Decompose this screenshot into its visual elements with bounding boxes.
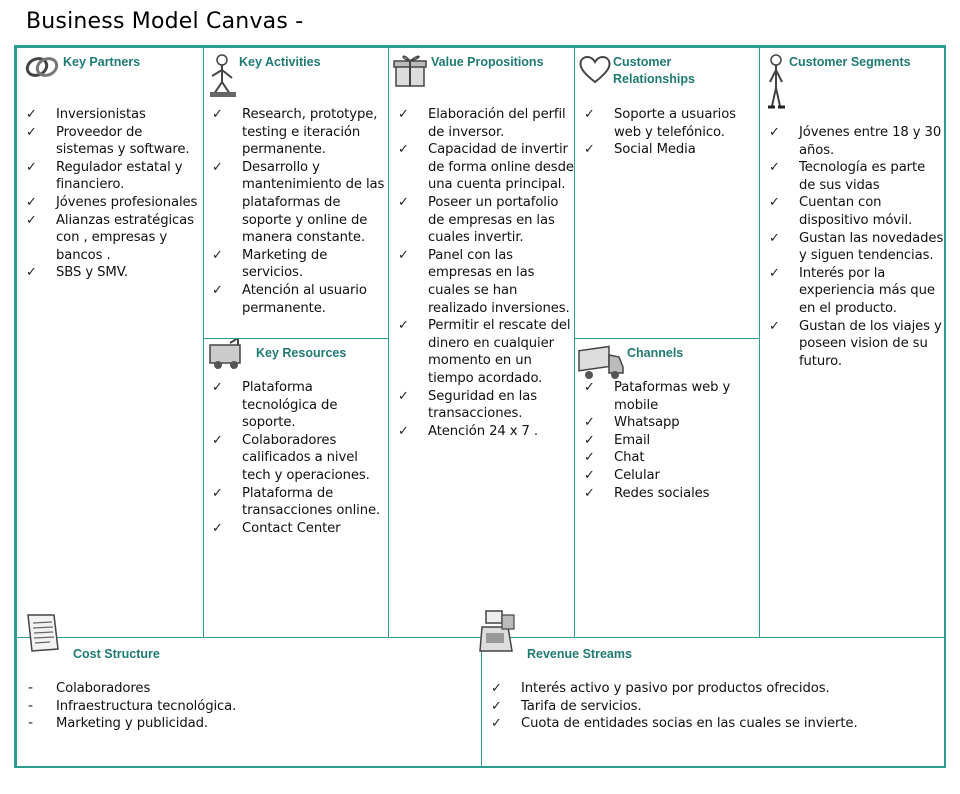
forklift-worker-icon [206,339,252,371]
heart-icon [578,54,612,84]
revenue-streams-heading: Revenue Streams [527,647,632,661]
list-item: Gustan de los viajes y poseen vision de … [769,318,945,371]
list-item: Research, prototype, testing e iteración… [212,106,388,159]
list-item: Pataformas web y mobile [584,379,759,414]
list-item: Atención 24 x 7 . [398,423,574,441]
cash-register-icon [478,607,520,661]
worker-icon [208,52,238,100]
invoice-icon [20,611,64,655]
cost-structure-heading: Cost Structure [73,647,160,661]
list-item: Gustan las novedades y siguen tendencias… [769,230,945,265]
customer-segments-heading: Customer Segments [789,55,911,69]
cost-structure-block: Cost Structure Colaboradores Infraestruc… [16,637,482,768]
list-item: Plataforma de transacciones online. [212,485,388,520]
list-item: Poseer un portafolio de empresas en las … [398,194,574,247]
key-activities-block: Key Activities Research, prototype, test… [203,47,389,339]
list-item: Cuota de entidades socias en las cuales … [491,715,931,733]
key-resources-list: Plataforma tecnológica de soporte. Colab… [212,379,388,537]
list-item: Email [584,432,759,450]
list-item: Jóvenes profesionales [26,194,202,212]
value-propositions-list: Elaboración del perfil de inversor. Capa… [398,106,574,440]
revenue-streams-block: Revenue Streams Interés activo y pasivo … [481,637,946,768]
list-item: Colaboradores [26,680,466,698]
list-item: Jóvenes entre 18 y 30 años. [769,124,945,159]
gift-icon [393,52,427,88]
person-icon [766,52,786,110]
page-title: Business Model Canvas - [26,9,304,34]
key-partners-block: Key Partners Inversionistas Proveedor de… [16,47,204,638]
customer-relationships-heading: Customer Relationships [613,55,695,86]
list-item: Tarifa de servicios. [491,698,931,716]
value-propositions-heading: Value Propositions [431,55,544,69]
channels-block: Channels Pataformas web y mobile Whatsap… [574,338,760,638]
list-item: Plataforma tecnológica de soporte. [212,379,388,432]
customer-relationships-block: Customer Relationships Soporte a usuario… [574,47,760,339]
list-item: Inversionistas [26,106,202,124]
value-propositions-block: Value Propositions Elaboración del perfi… [388,47,575,638]
cost-structure-list: Colaboradores Infraestructura tecnológic… [26,680,466,733]
list-item: Celular [584,467,759,485]
list-item: Cuentan con dispositivo móvil. [769,194,945,229]
list-item: Contact Center [212,520,388,538]
list-item: Proveedor de sistemas y software. [26,124,202,159]
list-item: Elaboración del perfil de inversor. [398,106,574,141]
key-activities-heading: Key Activities [239,55,321,69]
key-activities-list: Research, prototype, testing e iteración… [212,106,388,317]
list-item: Alianzas estratégicas con , empresas y b… [26,212,202,265]
list-item: Tecnología es parte de sus vidas [769,159,945,194]
list-item: Whatsapp [584,414,759,432]
list-item: Infraestructura tecnológica. [26,698,466,716]
list-item: Panel con las empresas en las cuales se … [398,247,574,317]
list-item: Marketing y publicidad. [26,715,466,733]
key-partners-list: Inversionistas Proveedor de sistemas y s… [26,106,202,282]
business-model-canvas: Key Partners Inversionistas Proveedor de… [14,45,946,768]
list-item: Interés activo y pasivo por productos of… [491,680,931,698]
customer-relationships-list: Soporte a usuarios web y telefónico. Soc… [584,106,759,159]
list-item: Regulador estatal y financiero. [26,159,202,194]
list-item: Desarrollo y mantenimiento de las plataf… [212,159,388,247]
truck-icon [577,345,625,381]
channels-list: Pataformas web y mobile Whatsapp Email C… [584,379,759,503]
list-item: Capacidad de invertir de forma online de… [398,141,574,194]
list-item: SBS y SMV. [26,264,202,282]
list-item: Soporte a usuarios web y telefónico. [584,106,759,141]
key-resources-block: Key Resources Plataforma tecnológica de … [203,338,389,638]
key-resources-heading: Key Resources [256,346,347,360]
list-item: Redes sociales [584,485,759,503]
revenue-streams-list: Interés activo y pasivo por productos of… [491,680,931,733]
chain-links-icon [23,52,61,82]
list-item: Permitir el rescate del dinero en cualqu… [398,317,574,387]
list-item: Marketing de servicios. [212,247,388,282]
customer-segments-block: Customer Segments Jóvenes entre 18 y 30 … [759,47,946,638]
list-item: Chat [584,449,759,467]
channels-heading: Channels [627,346,684,360]
list-item: Interés por la experiencia más que en el… [769,265,945,318]
key-partners-heading: Key Partners [63,55,141,69]
customer-segments-list: Jóvenes entre 18 y 30 años. Tecnología e… [769,124,945,370]
list-item: Social Media [584,141,759,159]
list-item: Atención al usuario permanente. [212,282,388,317]
list-item: Seguridad en las transacciones. [398,388,574,423]
list-item: Colaboradores calificados a nivel tech y… [212,432,388,485]
